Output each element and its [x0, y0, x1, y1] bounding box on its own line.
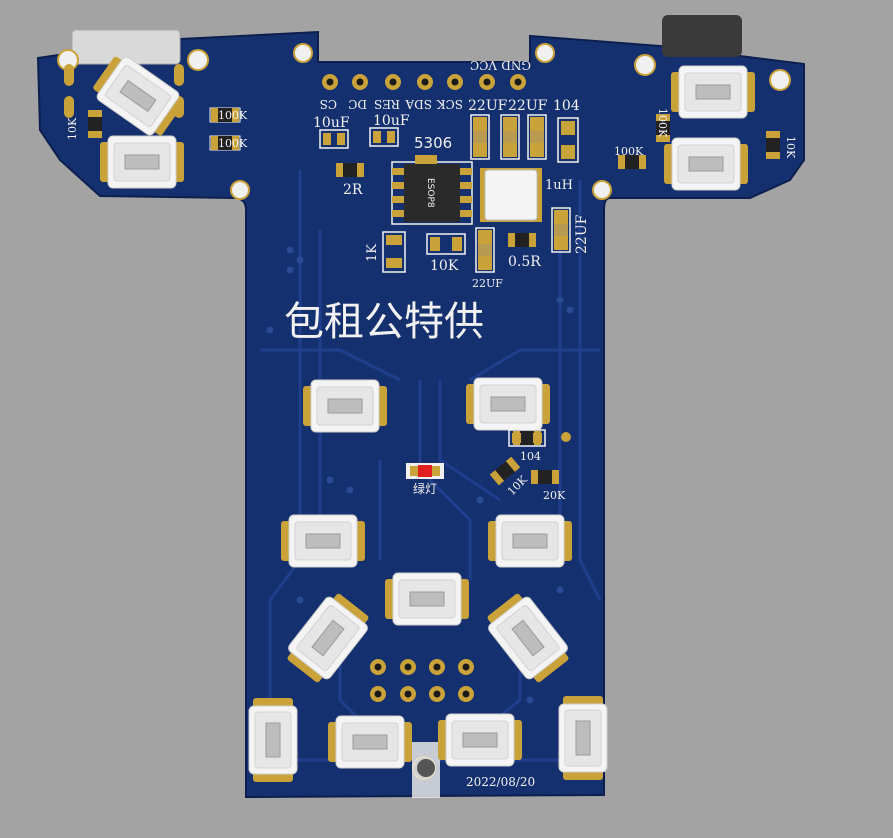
label-inductor-value: 1uH: [545, 178, 573, 193]
pin-label-gnd: GND: [501, 58, 531, 72]
test-pad: [561, 432, 571, 442]
label-res-20k: 20K: [543, 489, 566, 502]
label-cap-10uf-a: 10uF: [313, 115, 350, 131]
label-cap-104-mid: 104: [520, 450, 541, 463]
pin-label-cs: CS: [320, 97, 337, 111]
label-res-100k-r1: 100K: [656, 108, 669, 138]
label-res-100k-b: 100K: [218, 137, 248, 150]
label-res-100k-r2: 100K: [614, 145, 644, 158]
label-res-2r: 2R: [343, 182, 363, 198]
label-led: 绿灯: [413, 481, 437, 496]
chip-marking: ESOP8: [425, 178, 435, 208]
label-cap-22uf-right: 22UF: [574, 214, 590, 254]
label-res-1k: 1K: [365, 244, 380, 262]
capacitors: [319, 114, 579, 447]
pin-label-res: RES: [374, 97, 400, 111]
board-title: 包租公特供: [284, 299, 484, 345]
label-date: 2022/08/20: [466, 775, 535, 789]
pin-label-sck: SCK: [436, 97, 463, 111]
label-res-10k-left: 10K: [66, 117, 79, 140]
label-cap-22uf-a: 22UF: [468, 98, 508, 114]
label-cap-22uf-bottom: 22UF: [472, 277, 503, 290]
esop8-chip: ESOP8: [391, 155, 473, 225]
audio-jack: [662, 15, 742, 57]
led: [406, 463, 444, 479]
inductor: R22: [480, 168, 542, 222]
label-chip-part: 5306: [414, 134, 452, 152]
pin-label-sda: SDA: [405, 97, 432, 111]
pin-label-dc: DC: [348, 97, 367, 111]
label-res-10k-right: 10K: [784, 136, 797, 159]
label-res-10k-mid: 10K: [430, 258, 459, 274]
smd-parts: [88, 107, 780, 486]
header-pin-labels: CS DC RES SDA SCK VCC GND: [320, 58, 531, 111]
label-cap-10uf-b: 10uF: [373, 113, 410, 129]
label-res-100k-a: 100K: [218, 109, 248, 122]
silkscreen-labels: 10uF 10uF 5306 22UF 22UF 104 2R 1uH 1K 1…: [66, 98, 797, 789]
label-res-05r: 0.5R: [508, 254, 541, 270]
pin-label-vcc: VCC: [470, 58, 498, 72]
inductor-code: R22: [497, 185, 528, 204]
label-cap-104-top: 104: [553, 98, 580, 114]
label-cap-22uf-b: 22UF: [508, 98, 548, 114]
mounting-holes: [57, 43, 791, 798]
